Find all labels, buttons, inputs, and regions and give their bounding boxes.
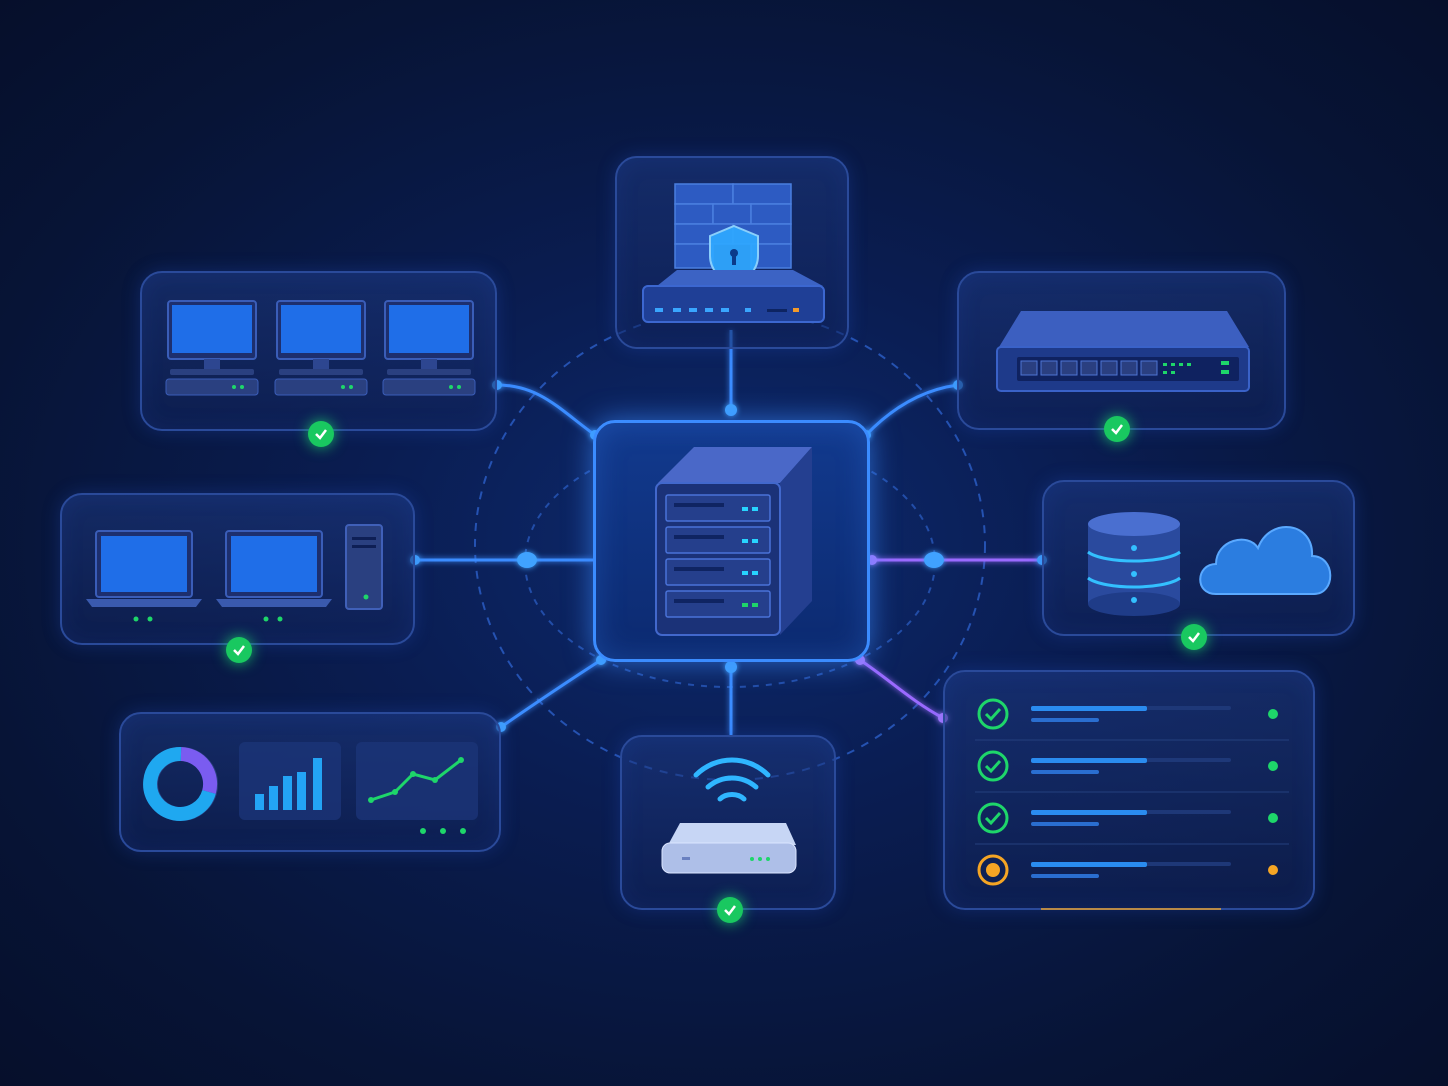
status-ok-icon [1181,624,1207,650]
laptops-panel[interactable] [60,493,415,663]
database-cloud-icon [1087,512,1332,616]
checklist-icon [975,698,1289,910]
task-list-panel[interactable] [943,670,1315,910]
status-ok-icon [226,637,252,663]
list-item [977,854,1278,886]
bar-chart-icon [255,758,322,810]
analytics-panel[interactable] [119,712,501,852]
list-item [977,750,1278,782]
network-switch-icon [996,311,1250,392]
status-ok-icon [1104,416,1130,442]
switch-panel[interactable] [957,271,1286,442]
link-switch [864,383,959,437]
firewall-icon [642,183,825,323]
server-rack-icon [655,447,812,636]
chart-icon [143,742,478,834]
storage-cloud-panel[interactable] [1042,480,1355,650]
status-ok-icon [717,897,743,923]
firewall-panel[interactable] [615,156,849,349]
central-server-hub[interactable] [593,420,870,662]
list-item [977,698,1278,730]
cloud-icon [1199,525,1332,595]
database-icon [1087,512,1181,616]
status-ok-icon [308,421,334,447]
wifi-router-panel[interactable] [620,735,836,923]
link-desktops [496,383,596,437]
link-tasks [859,658,944,720]
donut-chart-icon [143,746,218,821]
desktop-monitor-icon [165,300,476,396]
wifi-router-icon [661,757,797,874]
desktops-panel[interactable] [140,271,497,447]
link-analytics [500,658,602,729]
list-item [977,802,1278,834]
wifi-signal-icon [693,757,771,802]
laptop-icon [86,524,383,623]
